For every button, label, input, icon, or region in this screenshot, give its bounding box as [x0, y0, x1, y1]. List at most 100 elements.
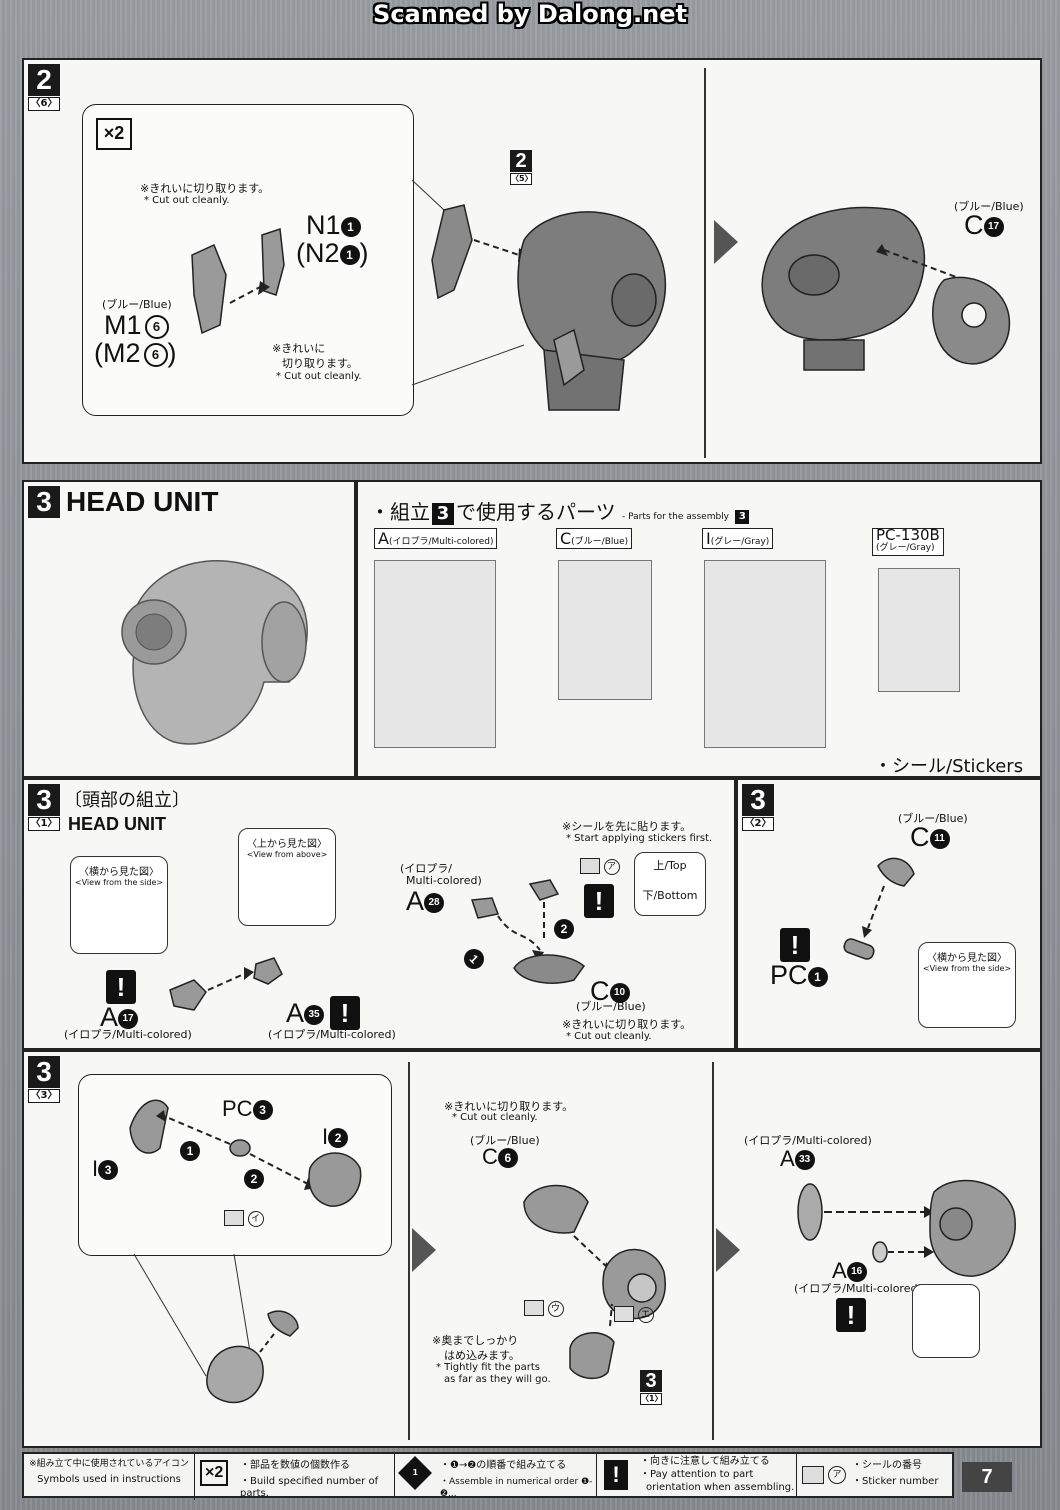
step-number: 3: [28, 784, 60, 816]
step-title-en: HEAD UNIT: [68, 814, 166, 834]
panel-step2-6: 2 〈6〉 ×2 ※きれいに切り取ります。 * Cut out cleanly.…: [22, 58, 1042, 464]
side-view-bubble: 〈横から見た図〉 <View from the side>: [918, 942, 1016, 1028]
cut-note-jp: ※きれいに切り取ります。: [562, 1018, 692, 1031]
scanner-credit: Scanned by Dalong.net: [373, 0, 687, 28]
cut-note-en: * Cut out cleanly.: [566, 1031, 652, 1042]
order-2-badge: 2: [244, 1168, 264, 1189]
runner-i: [704, 560, 826, 748]
ref-step-badge: 2 〈5〉: [510, 150, 533, 185]
cut-note-jp: ※きれいに切り取ります。: [444, 1100, 574, 1113]
sticker-first-en: * Start applying stickers first.: [566, 833, 713, 844]
step-title-jp: 〔頭部の組立〕: [64, 790, 190, 811]
order-1-badge: 1: [459, 944, 489, 973]
attention-icon: !: [780, 928, 810, 962]
part-num-badge: 3: [252, 1100, 273, 1121]
panel-step3-1: 3 〈1〉 〔頭部の組立〕 HEAD UNIT 〈横から見た図〉 <View f…: [22, 778, 736, 1050]
sticker-first-jp: ※シールを先に貼ります。: [562, 820, 692, 833]
assembly-c11-pc1: [843, 857, 915, 960]
part-c6-color: (ブルー/Blue): [470, 1134, 540, 1147]
note-cut-jp: ※きれいに切り取ります。: [140, 182, 270, 195]
divider: [712, 1062, 714, 1440]
note2-en: * Cut out cleanly.: [276, 371, 362, 382]
top-bottom-bubble: 上/Top 下/Bottom: [634, 852, 706, 916]
legend-order: 1 ・❶→❷の順番で組み立てる ・Assemble in numerical o…: [394, 1454, 597, 1499]
next-arrow: [716, 1228, 740, 1272]
part-c11-color: (ブルー/Blue): [898, 812, 968, 825]
next-arrow: [412, 1228, 436, 1272]
head-assembly-left: [431, 204, 667, 411]
assembly-final: [797, 1179, 1016, 1277]
assembly-a17-a35: [169, 957, 283, 1011]
stickers-label: ・シール/Stickers: [874, 756, 1024, 777]
detail-bubble: [912, 1284, 980, 1358]
part-num-badge: 11: [929, 828, 950, 849]
step-number: 3: [28, 486, 60, 518]
step-badge: 2 〈6〉: [28, 64, 60, 111]
sticker-a-marker: ア: [580, 858, 620, 875]
part-c17-color: (ブルー/Blue): [954, 200, 1024, 213]
part-a35-color: (イロプラ/Multi-colored): [268, 1028, 396, 1041]
attention-icon: !: [106, 970, 136, 1004]
step-number: 2: [28, 64, 60, 96]
fit-note-jp1: ※奥までしっかり: [432, 1334, 519, 1347]
divider: [704, 68, 706, 458]
panel-head-unit-image: 3 HEAD UNIT: [22, 480, 356, 778]
step-badge: 3 〈1〉: [28, 784, 60, 831]
assembly-c6: [523, 1184, 666, 1380]
part-m1-drawing: [191, 227, 285, 335]
part-num-circle: 6: [143, 342, 168, 367]
top-view-bubble: 〈上から見た図〉 <View from above>: [238, 828, 336, 926]
part-a16-color: (イロプラ/Multi-colored): [794, 1282, 922, 1295]
ref-step-badge: 3 〈1〉: [640, 1370, 663, 1405]
legend-sticker: ア ・シールの番号 ・Sticker number: [796, 1454, 952, 1496]
sticker-i-marker: イ: [224, 1210, 264, 1227]
divider: [408, 1062, 410, 1440]
part-num-circle: 6: [144, 314, 169, 339]
runner-label-pc: PC-130B(グレー/Gray): [872, 528, 944, 556]
callout-lines: [133, 1253, 251, 1377]
step-badge: 3 〈3〉: [28, 1056, 60, 1103]
head-assembly-right: [761, 206, 1011, 371]
part-num-badge: 35: [304, 1004, 325, 1025]
runner-label-i: I(グレー/Gray): [702, 528, 774, 549]
fit-note-en1: * Tightly fit the parts: [436, 1362, 540, 1373]
part-num-badge: 33: [794, 1150, 815, 1171]
symbols-legend: ※組み立て中に使用されているアイコン Symbols used in instr…: [22, 1452, 954, 1500]
part-c10-color: (ブルー/Blue): [576, 1000, 646, 1013]
legend-attention: ! ・向きに注意して組み立てる ・Pay attention to part o…: [596, 1454, 797, 1496]
sub-assembly-result: [206, 1310, 299, 1404]
page-number: 7: [962, 1462, 1012, 1492]
substep-number: 〈6〉: [28, 97, 60, 111]
fit-note-jp2: はめ込みます。: [444, 1349, 520, 1362]
part-color-blue: (ブルー/Blue): [102, 298, 172, 311]
multiplier-badge: ×2: [96, 118, 132, 150]
order-2-badge: 2: [554, 918, 574, 939]
legend-multiply: ×2 ・部品を数値の個数作る ・Build specified number o…: [194, 1454, 395, 1499]
head-unit-illustration: [121, 560, 308, 745]
part-num-badge: 1: [807, 966, 828, 987]
part-num-badge: 17: [983, 216, 1004, 237]
part-num-badge: 3: [98, 1160, 119, 1181]
part-a28-color-jp: (イロプラ/: [400, 862, 452, 875]
sticker-e-marker: エ: [614, 1306, 654, 1323]
note2-jp1: ※きれいに: [272, 342, 326, 355]
next-arrow: [714, 220, 738, 264]
part-a17-color: (イロプラ/Multi-colored): [64, 1028, 192, 1041]
order-1-badge: 1: [180, 1140, 200, 1161]
